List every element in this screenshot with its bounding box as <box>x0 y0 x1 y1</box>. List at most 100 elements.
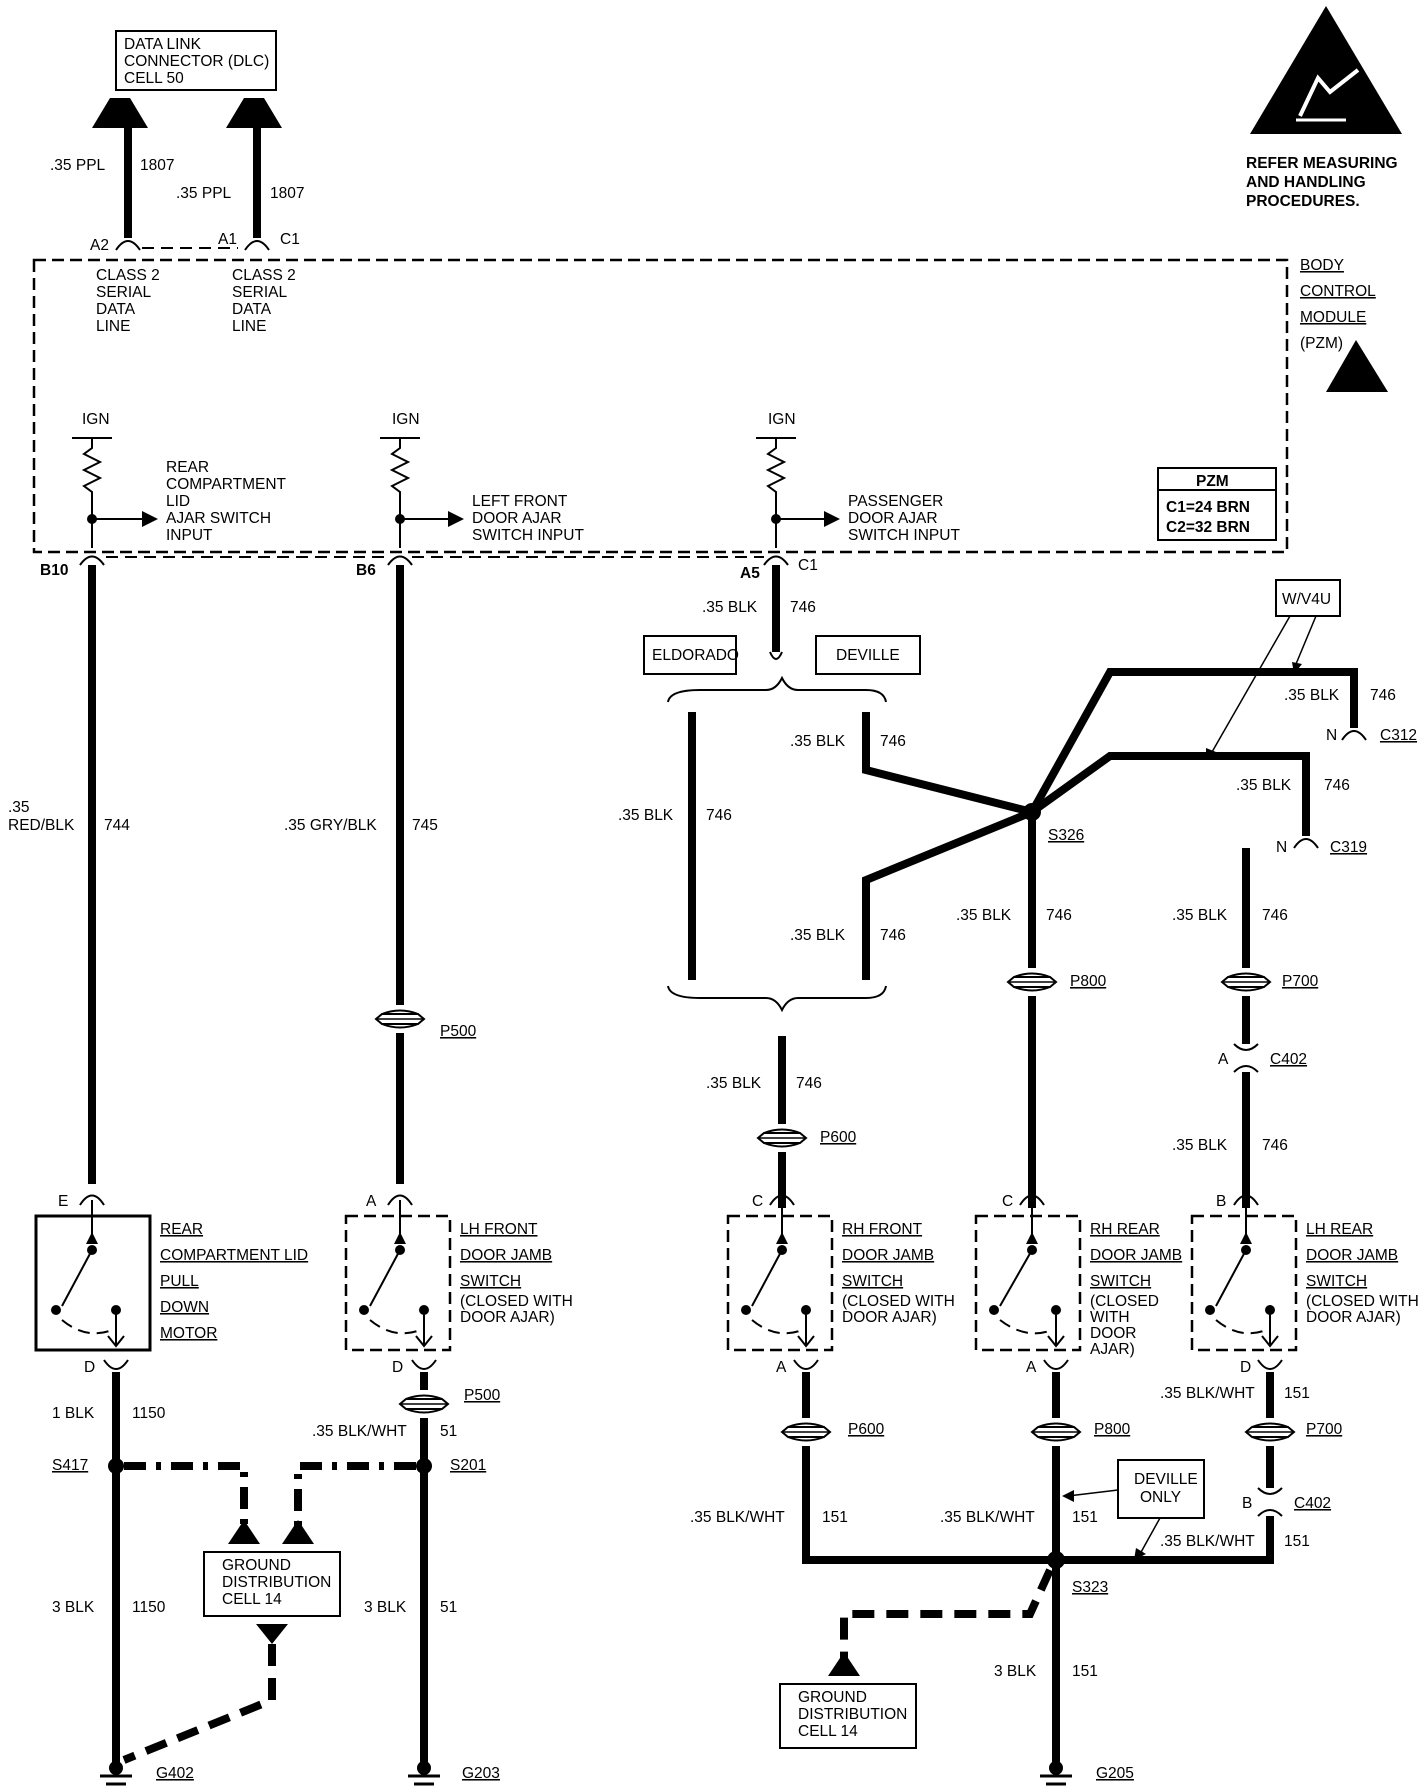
svg-text:DOOR JAMB: DOOR JAMB <box>460 1247 552 1264</box>
label-p600-bottom: P600 <box>848 1421 885 1438</box>
svg-text:(CLOSED WITH: (CLOSED WITH <box>1306 1293 1419 1310</box>
serial-a2-pin: A2 <box>90 237 109 254</box>
input-left-front-door: IGN <box>380 411 464 566</box>
svg-text:REFER MEASURING: REFER MEASURING <box>1246 155 1398 172</box>
svg-text:COMPARTMENT: COMPARTMENT <box>166 476 287 493</box>
wire-746-deville-in <box>862 712 1033 816</box>
svg-text:3 BLK: 3 BLK <box>364 1599 407 1616</box>
label-c312: C312 <box>1380 727 1417 744</box>
wire-746-deville-out-label: .35 BLK 746 <box>790 927 906 944</box>
label-s201: S201 <box>450 1457 486 1474</box>
svg-text:LH REAR: LH REAR <box>1306 1221 1373 1238</box>
svg-text:PROCEDURES.: PROCEDURES. <box>1246 193 1360 210</box>
svg-text:LINE: LINE <box>232 318 266 335</box>
svg-text:PASSENGER: PASSENGER <box>848 493 943 510</box>
svg-text:SERIAL: SERIAL <box>96 284 152 301</box>
connector-p600-top <box>757 1128 807 1148</box>
switch-1-label: REAR COMPARTMENT LID PULL DOWN MOTOR <box>160 1221 308 1342</box>
svg-text:(PZM): (PZM) <box>1300 335 1343 352</box>
dlc-line-2: CONNECTOR (DLC) <box>124 53 269 70</box>
ground-g205-icon <box>1038 1774 1074 1790</box>
deville-only-box: DEVILLE ONLY <box>1117 1459 1205 1519</box>
v4u-pointer-1 <box>1295 615 1317 665</box>
switch-4-pin-c: C <box>1002 1193 1013 1210</box>
svg-text:.35 BLK: .35 BLK <box>1172 907 1228 924</box>
label-g203: G203 <box>462 1765 500 1782</box>
svg-text:GROUND: GROUND <box>222 1557 291 1574</box>
svg-text:151: 151 <box>1072 1663 1098 1680</box>
input-passenger-door-label: PASSENGER DOOR AJAR SWITCH INPUT <box>848 493 960 544</box>
label-p800-top: P800 <box>1070 973 1107 990</box>
svg-text:DOOR: DOOR <box>1090 1325 1137 1342</box>
svg-text:DOOR JAMB: DOOR JAMB <box>1090 1247 1182 1264</box>
svg-text:3 BLK: 3 BLK <box>52 1599 95 1616</box>
splice-s417 <box>108 1458 124 1474</box>
svg-text:GROUND: GROUND <box>798 1689 867 1706</box>
wire-746-c312-label: .35 BLK 746 <box>1284 687 1396 704</box>
switch-5-pin-b: B <box>1216 1193 1226 1210</box>
svg-text:746: 746 <box>1324 777 1350 794</box>
svg-text:AND HANDLING: AND HANDLING <box>1246 174 1366 191</box>
svg-text:.35 BLK: .35 BLK <box>706 1075 762 1092</box>
serial-a1-pin: A1 <box>218 231 237 248</box>
svg-text:.35 BLK: .35 BLK <box>1284 687 1340 704</box>
serial-a1-label: CLASS 2 SERIAL DATA LINE <box>232 267 296 335</box>
svg-text:.35 BLK/WHT: .35 BLK/WHT <box>940 1509 1035 1526</box>
switch-3-label: RH FRONT DOOR JAMB SWITCH (CLOSED WITH D… <box>842 1221 955 1326</box>
dlc-line-3: CELL 50 <box>124 70 184 87</box>
svg-text:.35 BLK: .35 BLK <box>790 733 846 750</box>
pin-a-c402: A <box>1218 1051 1229 1068</box>
svg-text:.35 BLK/WHT: .35 BLK/WHT <box>1160 1385 1255 1402</box>
wire-744-label: .35 RED/BLK 744 <box>8 799 130 834</box>
switch-4-label: RH REAR DOOR JAMB SWITCH (CLOSED WITH DO… <box>1090 1221 1182 1358</box>
body-control-module-boundary <box>32 258 1289 554</box>
option-brace-bottom <box>667 985 887 1013</box>
switch-2-label: LH FRONT DOOR JAMB SWITCH (CLOSED WITH D… <box>460 1221 573 1326</box>
wire-746-lh-rear-label-2: .35 BLK 746 <box>1172 1137 1288 1154</box>
serial-a1-gauge: .35 PPL <box>176 185 232 202</box>
ground-g402-icon <box>98 1774 134 1790</box>
svg-text:746: 746 <box>796 1075 822 1092</box>
svg-text:.35 GRY/BLK: .35 GRY/BLK <box>284 817 377 834</box>
svg-text:SWITCH INPUT: SWITCH INPUT <box>472 527 584 544</box>
svg-text:LEFT FRONT: LEFT FRONT <box>472 493 568 510</box>
label-p500-top: P500 <box>440 1023 477 1040</box>
dlc-box: DATA LINK CONNECTOR (DLC) CELL 50 <box>115 30 277 91</box>
svg-text:151: 151 <box>1284 1533 1310 1550</box>
svg-text:PULL: PULL <box>160 1273 199 1290</box>
wire-746-c319-label: .35 BLK 746 <box>1236 777 1350 794</box>
svg-text:BODY: BODY <box>1300 257 1344 274</box>
svg-text:SWITCH: SWITCH <box>1090 1273 1151 1290</box>
svg-text:DOOR JAMB: DOOR JAMB <box>842 1247 934 1264</box>
pzm-connector-table: PZM C1=24 BRN C2=32 BRN <box>1157 467 1277 541</box>
svg-text:DOOR AJAR: DOOR AJAR <box>848 510 938 527</box>
connector-p700-top <box>1221 972 1271 992</box>
svg-text:CELL 14: CELL 14 <box>798 1723 858 1740</box>
pin-b-c402: B <box>1242 1495 1252 1512</box>
label-p600-top: P600 <box>820 1129 857 1146</box>
svg-text:746: 746 <box>1262 907 1288 924</box>
svg-text:DATA: DATA <box>96 301 136 318</box>
label-p700-bottom: P700 <box>1306 1421 1343 1438</box>
svg-text:LH FRONT: LH FRONT <box>460 1221 538 1238</box>
svg-text:746: 746 <box>1046 907 1072 924</box>
svg-text:744: 744 <box>104 817 130 834</box>
input-passenger-door: IGN <box>756 411 840 566</box>
svg-text:.35 BLK/WHT: .35 BLK/WHT <box>312 1423 407 1440</box>
wire-746-lh-rear-label-1: .35 BLK 746 <box>1172 907 1288 924</box>
ground-path-s323 <box>840 1568 1054 1664</box>
wire-745-label: .35 GRY/BLK 745 <box>284 817 438 834</box>
svg-text:RH FRONT: RH FRONT <box>842 1221 923 1238</box>
ground-path-s417 <box>124 1462 248 1536</box>
svg-text:REAR: REAR <box>166 459 209 476</box>
svg-text:.35 BLK: .35 BLK <box>702 599 758 616</box>
input-rear-compartment-label: REAR COMPARTMENT LID AJAR SWITCH INPUT <box>166 459 287 544</box>
splice-s201 <box>416 1458 432 1474</box>
wire-151-rh-front-label: .35 BLK/WHT 151 <box>690 1509 848 1526</box>
svg-text:DISTRIBUTION: DISTRIBUTION <box>222 1574 331 1591</box>
svg-text:LINE: LINE <box>96 318 130 335</box>
svg-text:DEVILLE: DEVILLE <box>836 647 900 664</box>
pin-n-c319: N <box>1276 839 1287 856</box>
splice-s323 <box>1047 1551 1065 1569</box>
svg-text:746: 746 <box>880 733 906 750</box>
